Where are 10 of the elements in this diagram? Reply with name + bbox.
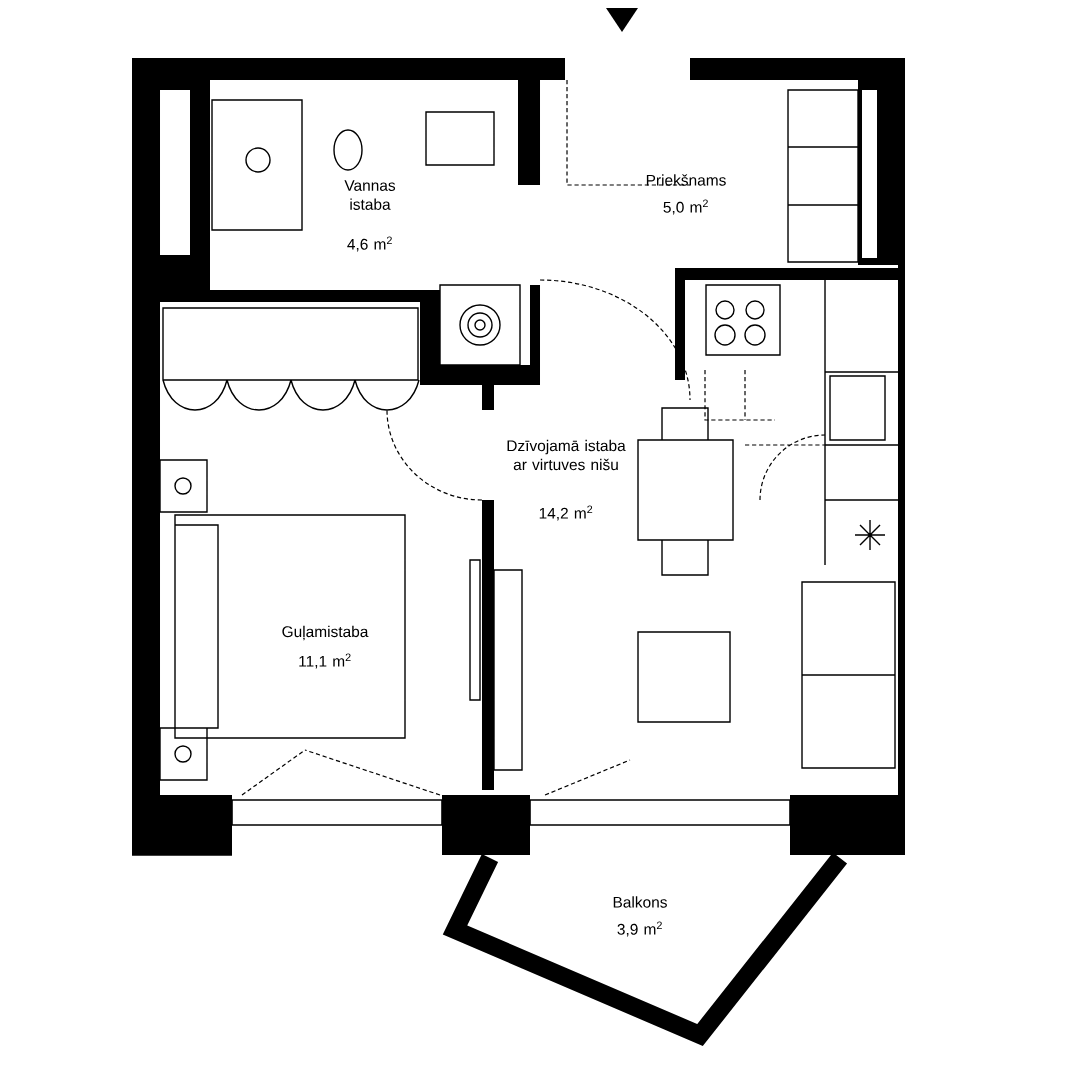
area-label: 5,0 m$^{2}$: [663, 199, 708, 215]
room-name: Dzīvojamā istaba ar virtuves nišu: [507, 439, 626, 471]
room-name: Vannas istaba: [344, 180, 396, 210]
room-name: Balkons: [613, 896, 667, 908]
area-label: 4,6 m$^{2}$: [347, 236, 392, 252]
area-label: 3,9 m$^{2}$: [617, 921, 662, 937]
room-name: Priekšnams: [646, 174, 726, 186]
area-label: 14,2 m$^{2}$: [539, 505, 593, 521]
area-label: 11,1 m$^{2}$: [299, 653, 351, 669]
room-name: Guļamistaba: [282, 625, 369, 641]
